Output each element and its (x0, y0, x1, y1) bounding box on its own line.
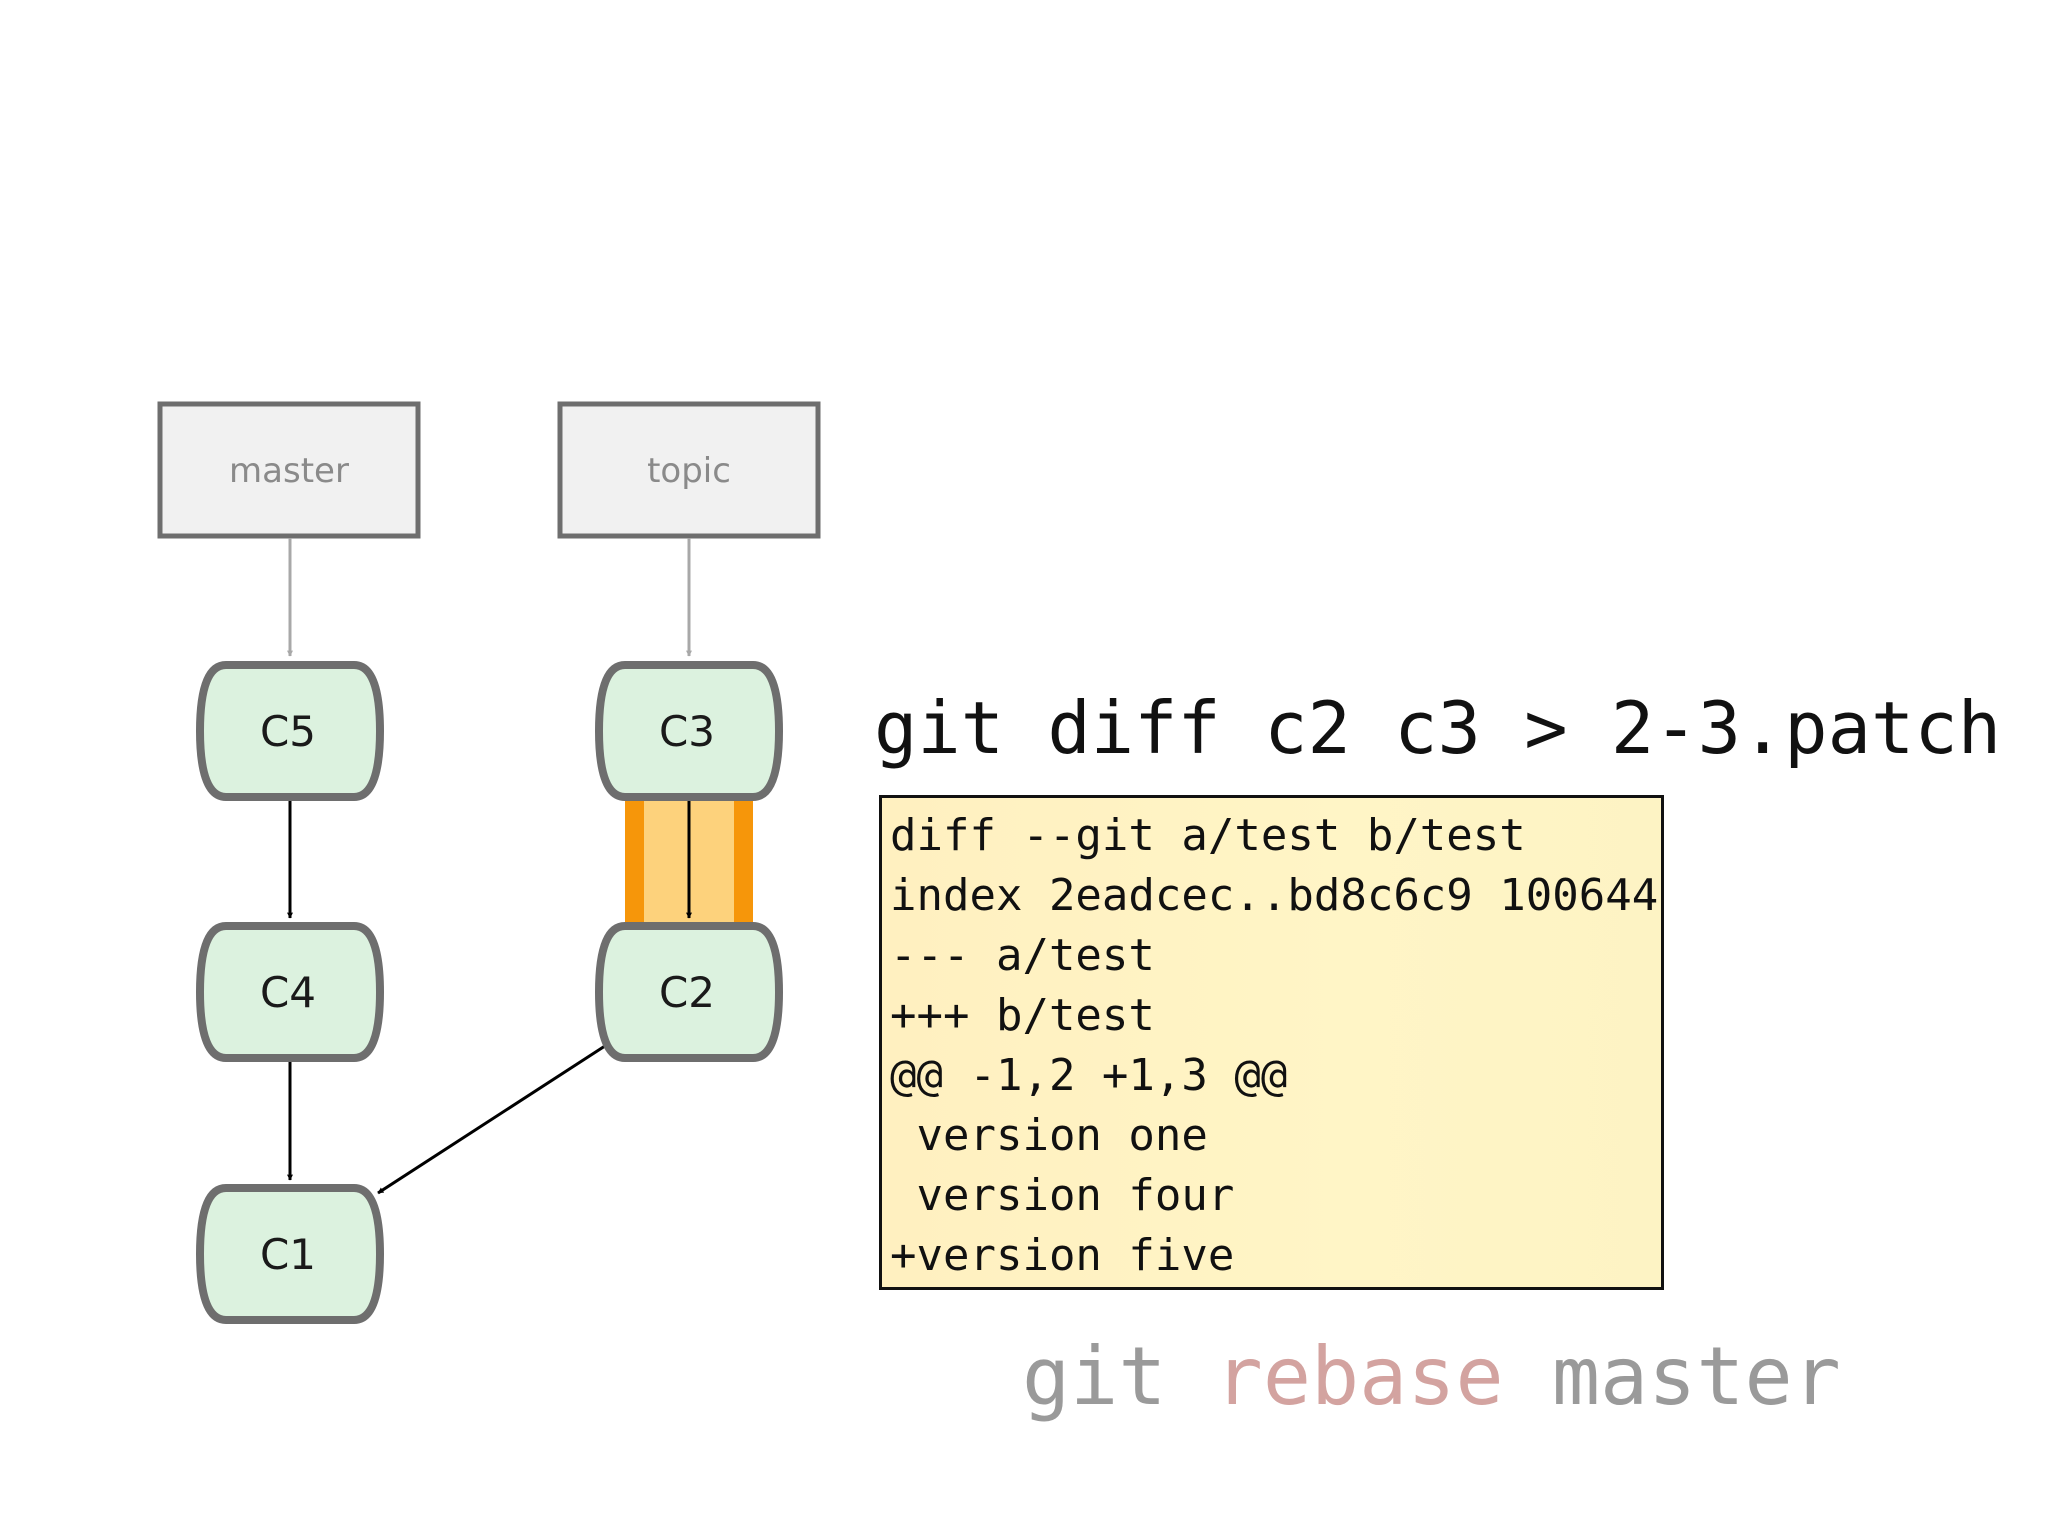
rebase-command: git rebase master (1022, 1322, 2022, 1432)
patch-line: @@ -1,2 +1,3 @@ (890, 1050, 1288, 1101)
commit-c2-label: C2 (659, 968, 715, 1017)
commit-c3-label: C3 (659, 707, 715, 756)
patch-line: +version five (890, 1230, 1235, 1281)
commit-c1: C1 (195, 1184, 385, 1324)
patch-line: --- a/test (890, 930, 1155, 981)
patch-line: diff --git a/test b/test (890, 810, 1526, 861)
branch-topic: topic (557, 401, 821, 539)
patch-line: version four (890, 1170, 1235, 1221)
rebase-command-verb: rebase (1214, 1330, 1504, 1423)
branch-topic-label: topic (647, 451, 731, 491)
commit-c4: C4 (195, 922, 385, 1062)
commit-c2: C2 (594, 922, 784, 1062)
rebase-command-git: git (1022, 1330, 1167, 1423)
c2-to-c1-arrow (377, 1042, 609, 1195)
branch-master-label: master (229, 451, 349, 491)
commit-c5-label: C5 (260, 707, 316, 756)
rebase-command-arg: master (1551, 1330, 1841, 1423)
commit-c1-label: C1 (260, 1230, 316, 1279)
branch-master: master (157, 401, 421, 539)
patch-line: version one (890, 1110, 1208, 1161)
commit-c3: C3 (594, 661, 784, 801)
commit-c5: C5 (195, 661, 385, 801)
patch-line: +++ b/test (890, 990, 1155, 1041)
diff-command: git diff c2 c3 > 2-3.patch (874, 686, 2002, 770)
patch-line: index 2eadcec..bd8c6c9 100644 (890, 870, 1659, 921)
commit-c4-label: C4 (260, 968, 316, 1017)
patch-content-box: diff --git a/test b/test index 2eadcec..… (879, 795, 1664, 1290)
